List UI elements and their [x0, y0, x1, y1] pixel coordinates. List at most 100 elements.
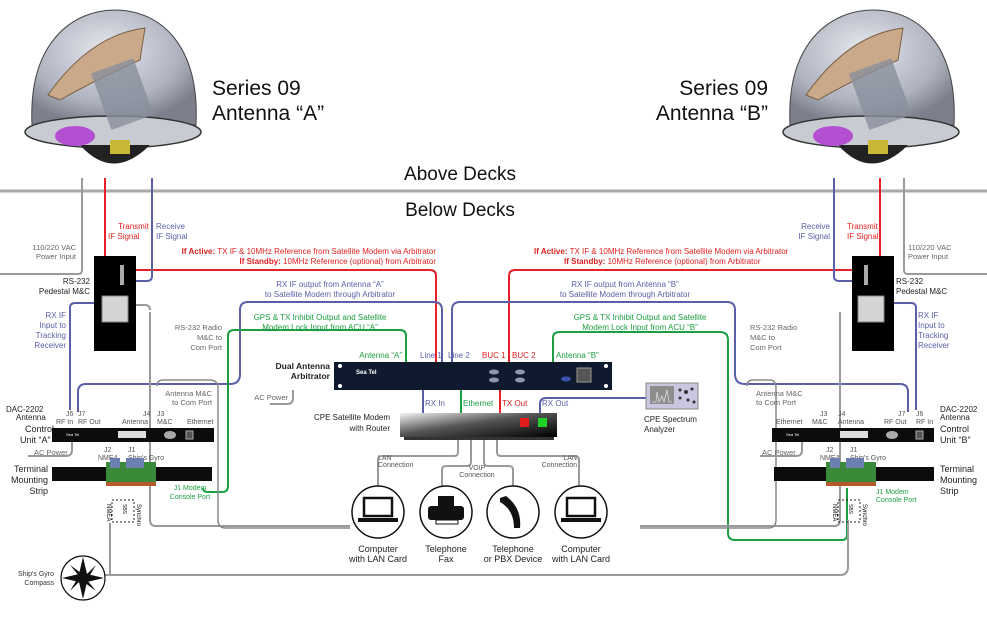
svg-text:If Active: TX IF & 10MHz Refer: If Active: TX IF & 10MHz Reference from …: [182, 247, 437, 256]
tms-terminals-0-label: NMEA: [105, 504, 111, 521]
rx-out-a-cable: [77, 301, 443, 412]
devices-1-label-0-label: Telephone: [425, 544, 467, 554]
antenna-a-title-1: Series 09: [212, 77, 301, 100]
satellite-modem: [400, 413, 557, 440]
devices-0-label-1-label: with LAN Card: [348, 554, 407, 564]
pedestal-box-a: [94, 256, 136, 351]
tms-label-0-label: Terminal: [14, 464, 48, 474]
acu_b-ac_power-label: AC Power: [762, 448, 796, 457]
signals-power-0-label: 110/220 VAC: [908, 243, 952, 252]
signals-transmit-1-label: IF Signal: [847, 232, 879, 241]
rx-if-cable-a: [122, 178, 153, 282]
acu_a-title-1-label: Antenna: [16, 413, 46, 422]
rx-out-b-cable: [451, 301, 909, 412]
computer-2: [554, 485, 608, 539]
gyro-terminals-b: NMEA SBS Synchro: [831, 499, 867, 527]
signals-rx_if_input-2-label: Tracking: [36, 331, 66, 340]
signals-rx_if_out_b-1-label: to Satellite Modem through Arbitrator: [560, 290, 691, 299]
fax-machine: [419, 485, 473, 539]
acu_b-title-1-label: Antenna: [940, 413, 970, 422]
tms-label-0-label: Terminal: [940, 464, 974, 474]
signals-rx_if_input-1-label: Input to: [39, 321, 66, 330]
acu_a-ports-12-label: Ship's Gyro: [128, 455, 164, 462]
signals-rx_if_input-1-label: Input to: [918, 321, 945, 330]
svg-text:IF Signal: IF Signal: [108, 232, 140, 241]
signals-if_standby_prefix-label: If Standby:: [564, 257, 605, 266]
arbitrator-ports-2-label: Line 2: [448, 351, 470, 360]
signals-rx_if_input-0-label: RX IF: [918, 311, 939, 320]
acu_a-ports-9-label: J2: [104, 447, 112, 454]
svg-text:Transmit: Transmit: [118, 222, 150, 231]
connections-lan-1-label: Connection: [542, 462, 578, 469]
acu_a-ports-5-label: Antenna: [122, 419, 148, 426]
dual-antenna-arbitrator: Sea Tel: [334, 362, 612, 390]
modem-label-0-label: CPE Satellite Modem: [314, 413, 390, 422]
gyro-compass-icon: [60, 555, 106, 601]
antenna-a-title-2: Antenna “A”: [212, 102, 324, 125]
devices-1-label-1-label: Fax: [438, 554, 454, 564]
signals-rx_if_input-3-label: Receiver: [34, 341, 66, 350]
acu_b-ports-1-label: RF Out: [884, 419, 907, 426]
acu_a-ports-8-label: Ethernet: [187, 419, 214, 426]
modem-ports-0-label: RX In: [425, 399, 445, 408]
tms-label-2-label: Strip: [940, 486, 959, 496]
tms-label-2-label: Strip: [29, 486, 48, 496]
acu_a-title-3-label: Unit “A”: [20, 435, 51, 445]
acu_a-ports-4-label: J4: [143, 411, 151, 418]
gps-cable-b: [552, 331, 848, 541]
signals-rs232_radio-0-label: RS-232 Radio: [750, 323, 797, 332]
connections-lan-0-label: LAN: [378, 455, 392, 462]
tms-terminals-1-label: SBS: [847, 504, 853, 515]
gyro-terminals-a: NMEA SBS Synchro: [105, 499, 141, 527]
signals-if_active_prefix-label: If Active:: [182, 247, 216, 256]
acu_b-brand-label: Sea Tel: [786, 432, 799, 437]
svg-text:If Standby: 10MHz Reference: If Standby: 10MHz Reference (optional) f…: [239, 257, 436, 266]
antenna-b-title-1: Series 09: [679, 77, 768, 100]
signals-rs232_radio-2-label: Com Port: [750, 343, 783, 352]
arbitrator-ports-4-label: BUC 2: [512, 351, 536, 360]
acu_b-title-0-label: DAC-2202: [940, 405, 978, 414]
signals-rs232_radio-1-label: M&C to: [197, 333, 222, 342]
signals-if_active_text-label: TX IF & 10MHz Reference from Satellite M…: [568, 247, 789, 256]
computer-1: [351, 485, 405, 539]
signals-rx_if_input-2-label: Tracking: [918, 331, 948, 340]
acu_b-ports-4-label: J4: [838, 411, 846, 418]
acu_a-ports-2-label: J7: [78, 411, 86, 418]
signals-rx_if_out_a-1-label: to Satellite Modem through Arbitrator: [265, 290, 396, 299]
devices-0-label-0-label: Computer: [358, 544, 398, 554]
modem-ports-3-label: RX Out: [542, 399, 569, 408]
acu_b-ports-11-label: J1: [850, 447, 858, 454]
tms-terminals-2-label: Synchro: [861, 504, 867, 527]
signals-transmit-0-label: Transmit: [847, 222, 879, 231]
acu_a-ports-1-label: RF In: [56, 419, 73, 426]
devices-2-label-1-label: or PBX Device: [484, 554, 543, 564]
signals-if_active_text-label: TX IF & 10MHz Reference from Satellite M…: [215, 247, 436, 256]
signals-power-1-label: Power Input: [36, 252, 77, 261]
modem-ports-1-label: Ethernet: [463, 399, 494, 408]
tx-if-cable-a: [104, 178, 437, 362]
arbitrator-ports-1-label: Line 1: [420, 351, 442, 360]
radio-mc-cable-a: [149, 312, 350, 527]
svg-text:Receive: Receive: [801, 222, 830, 231]
signals-if_standby_text-label: 10MHz Reference (optional) from Arbitrat…: [281, 257, 437, 266]
above-decks-label: Above Decks: [404, 164, 516, 185]
acu_a-title-0-label: DAC-2202: [6, 405, 44, 414]
signals-if_standby_prefix-label: If Standby:: [239, 257, 280, 266]
signals-gps_a-1-label: Modem Lock Input from ACU “A”: [262, 323, 378, 332]
spectrum-analyzer: [645, 382, 699, 410]
svg-text:If Active: TX IF & 10MHz Refer: If Active: TX IF & 10MHz Reference from …: [534, 247, 789, 256]
acu_b-ports-0-label: J7: [898, 411, 906, 418]
terminal-mounting-strip-b: [774, 458, 934, 486]
svg-text:If Standby: 10MHz Reference: If Standby: 10MHz Reference (optional) f…: [564, 257, 761, 266]
acu_b-title-2-label: Control: [940, 424, 969, 434]
signals-rs232_pedestal-1-label: Pedestal M&C: [39, 287, 90, 296]
tms-terminals-1-label: SBS: [121, 504, 127, 515]
signals-antenna_mc-0-label: Antenna M&C: [165, 389, 212, 398]
signals-receive-0-label: Receive: [801, 222, 830, 231]
signals-gps_b-1-label: Modem Lock Input from ACU “B”: [582, 323, 698, 332]
tx-if-cable-b: [508, 178, 881, 362]
signals-rx_if_input-3-label: Receiver: [918, 341, 950, 350]
analyzer-label-1-label: Analyzer: [644, 425, 675, 434]
signals-antenna_mc-0-label: Antenna M&C: [756, 389, 803, 398]
